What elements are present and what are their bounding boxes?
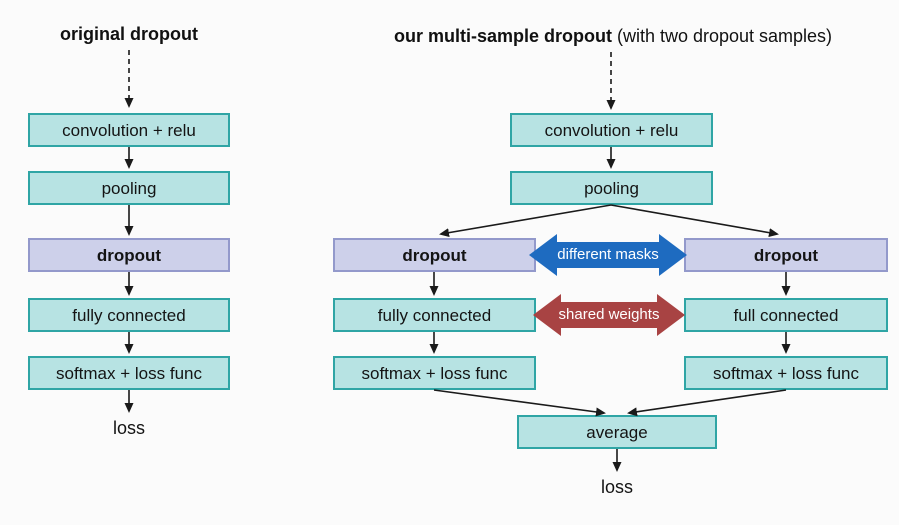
right-panel-title-bold: our multi-sample dropout	[393, 26, 612, 46]
shared-weights-label: shared weights	[558, 306, 660, 323]
right-panel-title: our multi-sample dropout (with two dropo…	[353, 26, 873, 47]
box-dropout-left: dropout	[28, 238, 230, 272]
box-dropout-sample1: dropout	[333, 238, 536, 272]
box-fully-connected-sample1: fully connected	[333, 298, 536, 332]
box-average: average	[517, 415, 717, 449]
loss-label-left: loss	[112, 418, 145, 438]
box-softmax-loss-sample2: softmax + loss func	[684, 356, 888, 390]
box-softmax-loss-left: softmax + loss func	[28, 356, 230, 390]
right-panel-title-rest: (with two dropout samples)	[611, 26, 833, 46]
box-full-connected-sample2: full connected	[684, 298, 888, 332]
box-convolution-relu-left: convolution + relu	[28, 113, 230, 147]
box-pooling-left: pooling	[28, 171, 230, 205]
box-softmax-loss-sample1: softmax + loss func	[333, 356, 536, 390]
different-masks-label: different masks	[557, 246, 659, 263]
box-fully-connected-left: fully connected	[28, 298, 230, 332]
box-convolution-relu-right: convolution + relu	[510, 113, 713, 147]
left-panel-title: original dropout	[60, 24, 198, 44]
loss-label-right: loss	[600, 477, 633, 497]
box-dropout-sample2: dropout	[684, 238, 888, 272]
box-pooling-right: pooling	[510, 171, 713, 205]
